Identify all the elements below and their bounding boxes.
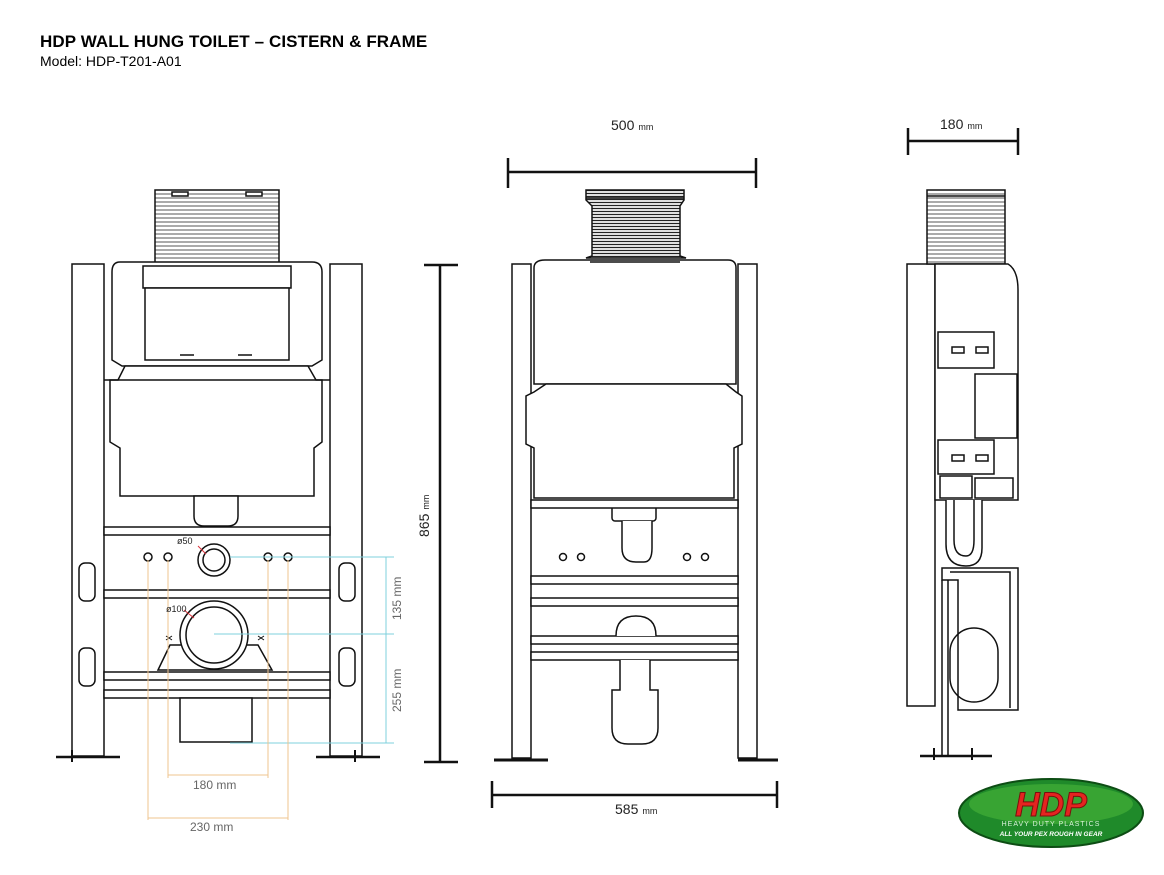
middle-view — [494, 189, 778, 762]
front-left-post — [71, 263, 105, 757]
side-view — [906, 189, 1019, 760]
front-flush-plate — [154, 189, 280, 265]
middle-left-post — [511, 263, 532, 759]
model-number: Model: HDP-T201-A01 — [40, 53, 182, 69]
middle-flush-plate — [585, 189, 687, 259]
dim-vertical-lower: 255 mm — [390, 669, 404, 712]
front-view — [56, 189, 380, 762]
side-wall-panel — [906, 263, 936, 707]
side-flush-plate — [926, 189, 1006, 265]
label-pipe-large: ø100 — [166, 604, 187, 614]
logo-brand: HDP — [1015, 786, 1087, 824]
dim-vertical-upper: 135 mm — [390, 577, 404, 620]
dim-bolt-outer: 230 mm — [190, 820, 233, 834]
dim-height: 865mm — [416, 495, 432, 537]
middle-right-post — [737, 263, 758, 759]
label-pipe-small: ø50 — [177, 536, 193, 546]
dimension-lines — [424, 128, 1020, 808]
page-title: HDP WALL HUNG TOILET – CISTERN & FRAME — [40, 32, 428, 51]
hdp-logo: HDP HEAVY DUTY PLASTICS ALL YOUR PEX ROU… — [958, 778, 1144, 848]
front-right-post — [329, 263, 363, 757]
logo-tagline-1: HEAVY DUTY PLASTICS — [1002, 821, 1101, 828]
dim-bolt-inner: 180 mm — [193, 778, 236, 792]
logo-tagline-2: ALL YOUR PEX ROUGH IN GEAR — [999, 831, 1103, 838]
front-guides — [147, 545, 394, 820]
